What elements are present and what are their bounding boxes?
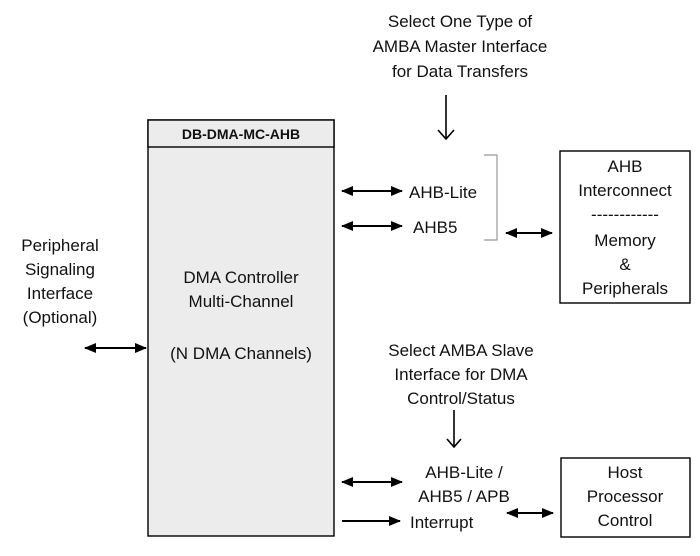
ahb-box-line-6: Peripherals [582, 279, 668, 298]
host-box-line-2: Processor [587, 487, 664, 506]
controller-title: DB-DMA-MC-AHB [182, 126, 300, 142]
master-interface-bracket [484, 154, 498, 241]
peripheral-line-3: Interface [27, 284, 93, 303]
ahb-box-line-5: & [619, 255, 631, 274]
ahb-box-line-2: Interconnect [578, 181, 672, 200]
slave-select-note: Select AMBA Slave Interface for DMA Cont… [388, 341, 534, 408]
slave-note-line-3: Control/Status [407, 389, 515, 408]
slave-note-line-1: Select AMBA Slave [388, 341, 534, 360]
master-note-line-2: AMBA Master Interface [373, 37, 548, 56]
ahb-box-line-4: Memory [594, 231, 656, 250]
host-box-line-1: Host [608, 463, 643, 482]
ahb-box-frame [559, 150, 691, 304]
peripheral-line-4: (Optional) [23, 308, 98, 327]
dma-controller-block: DB-DMA-MC-AHB DMA Controller Multi-Chann… [147, 119, 335, 537]
master-note-line-3: for Data Transfers [392, 62, 528, 81]
peripheral-interface-label: Peripheral Signaling Interface (Optional… [21, 236, 99, 327]
slave-note-arrowhead [446, 438, 462, 449]
peripheral-line-1: Peripheral [21, 236, 99, 255]
ahb-interconnect-box: AHB Interconnect ------------ Memory & P… [559, 150, 691, 304]
controller-body-line-4: (N DMA Channels) [170, 344, 312, 363]
controller-body [147, 119, 335, 537]
interrupt-label: Interrupt [410, 513, 474, 532]
ahb-box-line-1: AHB [608, 157, 643, 176]
master-note-arrowhead [437, 129, 455, 141]
master-note-line-1: Select One Type of [388, 12, 533, 31]
peripheral-line-2: Signaling [25, 260, 95, 279]
slave-note-line-2: Interface for DMA [394, 365, 528, 384]
slave-interface-line-2: AHB5 / APB [418, 487, 510, 506]
ahb-box-separator: ------------ [591, 205, 659, 224]
master-select-note: Select One Type of AMBA Master Interface… [373, 12, 548, 81]
controller-title-bar [147, 119, 335, 148]
controller-body-line-2: Multi-Channel [189, 292, 294, 311]
host-box-frame [560, 457, 691, 538]
master-interface-ahb-lite: AHB-Lite [409, 183, 477, 202]
host-box-line-3: Control [598, 511, 653, 530]
master-interface-ahb5: AHB5 [413, 218, 457, 237]
controller-body-line-1: DMA Controller [183, 268, 299, 287]
host-processor-box: Host Processor Control [560, 457, 691, 538]
slave-interface-line-1: AHB-Lite / [425, 463, 503, 482]
